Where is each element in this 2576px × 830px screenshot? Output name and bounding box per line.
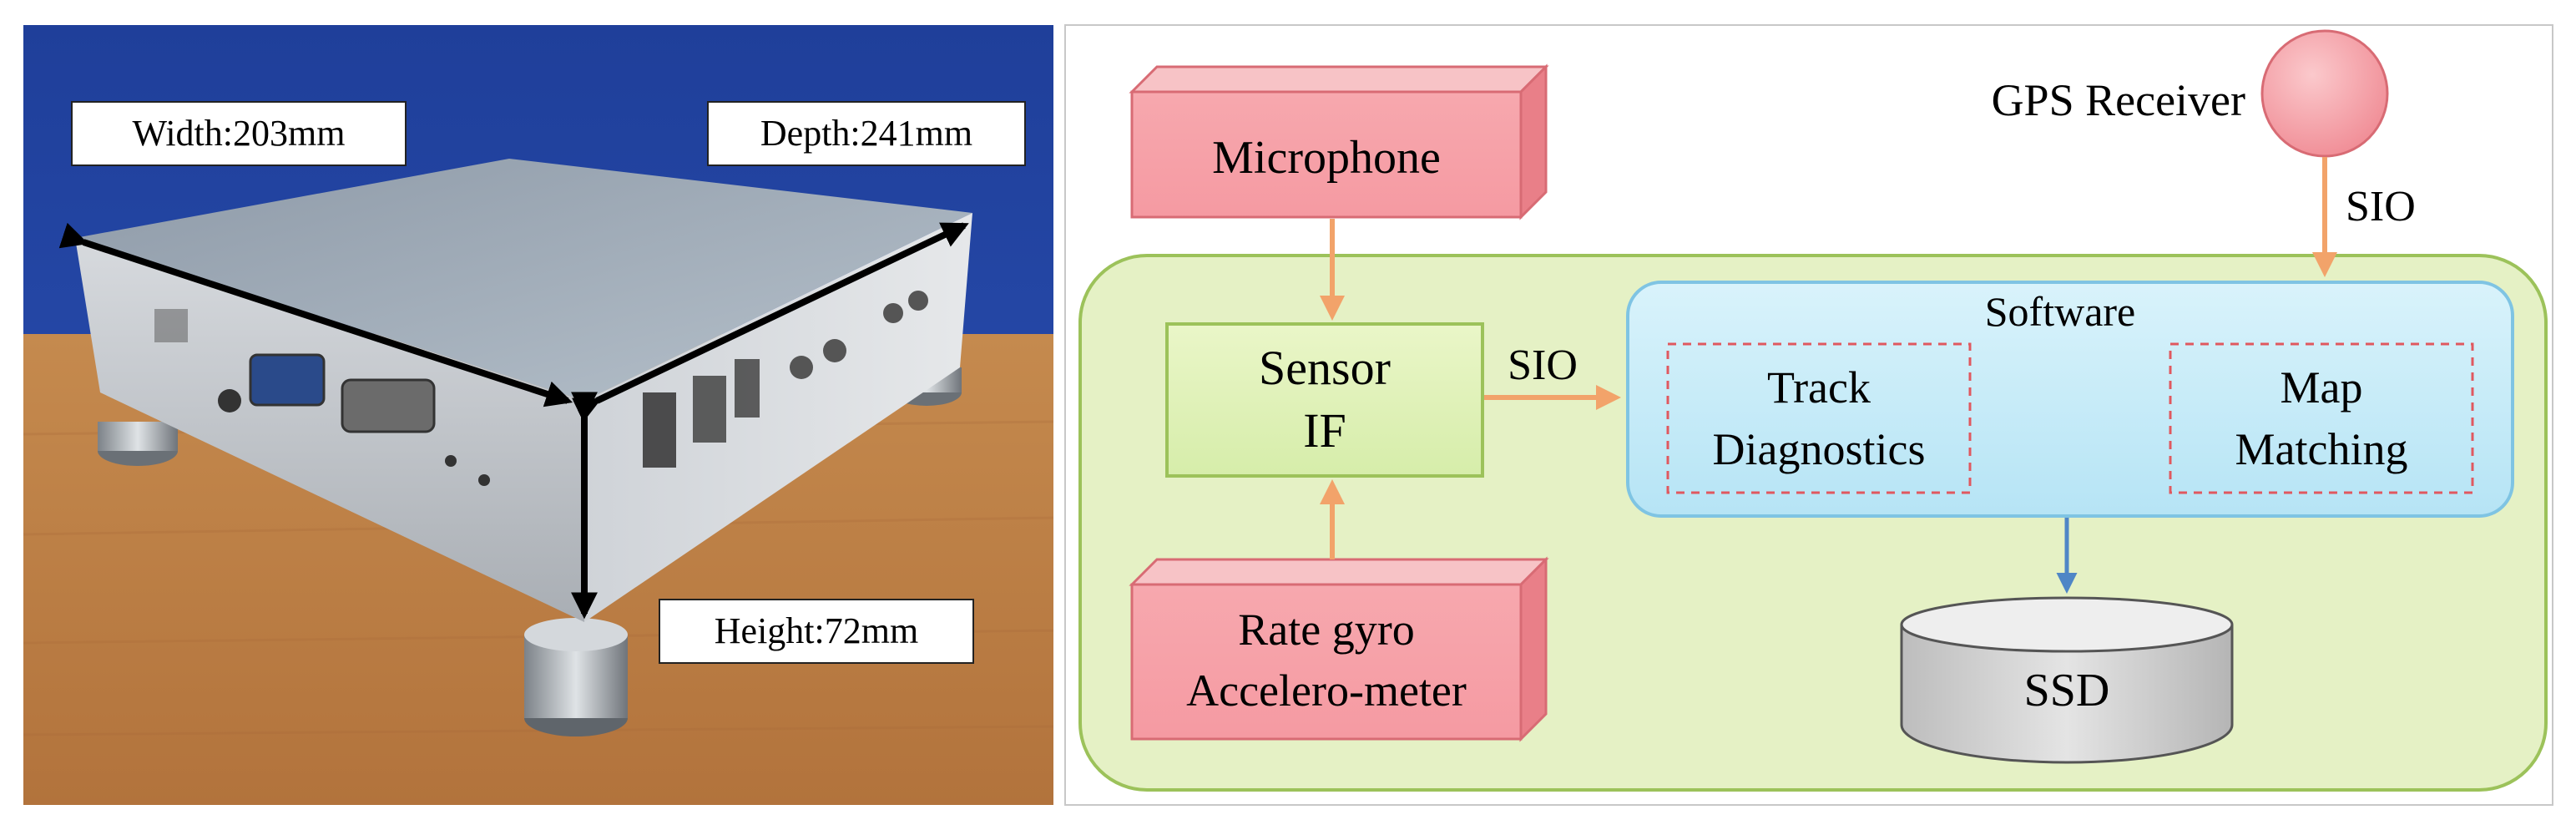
map-label: Map <box>2281 362 2363 412</box>
device-foot-front <box>524 618 628 736</box>
map-matching-box <box>2169 342 2474 494</box>
diagram-arrows <box>1320 157 2337 594</box>
height-label: Height:72mm <box>715 610 918 651</box>
sio-gps-label: SIO <box>2346 183 2416 230</box>
width-label: Width:203mm <box>133 113 346 154</box>
track-label: Track <box>1767 362 1871 412</box>
diagnostics-label: Diagnostics <box>1713 424 1926 474</box>
dimension-arrows <box>58 222 969 620</box>
gps-receiver-node: GPS Receiver <box>1992 29 2389 158</box>
gps-receiver-label: GPS Receiver <box>1992 75 2245 125</box>
sio-sensor-label: SIO <box>1508 342 1578 389</box>
sensor-if-line2: IF <box>1303 403 1346 458</box>
rate-gyro-label: Rate gyro <box>1238 605 1414 655</box>
device-photo: Width:203mm Depth:241mm Height:72mm <box>23 25 1054 805</box>
microphone-box: Microphone <box>1129 63 1549 220</box>
microphone-label: Microphone <box>1212 132 1441 184</box>
rate-gyro-box: Rate gyro Accelero-meter <box>1129 556 1549 742</box>
ssd-cylinder: SSD <box>1900 596 2234 764</box>
accelerometer-label: Accelero-meter <box>1186 666 1467 716</box>
sensor-if-line1: Sensor <box>1259 341 1391 395</box>
depth-label: Depth:241mm <box>760 113 972 154</box>
matching-label: Matching <box>2235 424 2408 474</box>
track-diagnostics-box <box>1666 342 1972 494</box>
width-label-box: Width:203mm <box>71 101 407 166</box>
height-label-box: Height:72mm <box>659 599 974 664</box>
device-foot-left <box>98 422 178 466</box>
software-label: Software <box>1985 288 2136 335</box>
sensor-if-box: Sensor IF <box>1165 322 1484 478</box>
depth-label-box: Depth:241mm <box>707 101 1026 166</box>
software-box: Software Track Diagnostics Map Matching <box>1626 281 2514 518</box>
ssd-label: SSD <box>2024 665 2110 716</box>
